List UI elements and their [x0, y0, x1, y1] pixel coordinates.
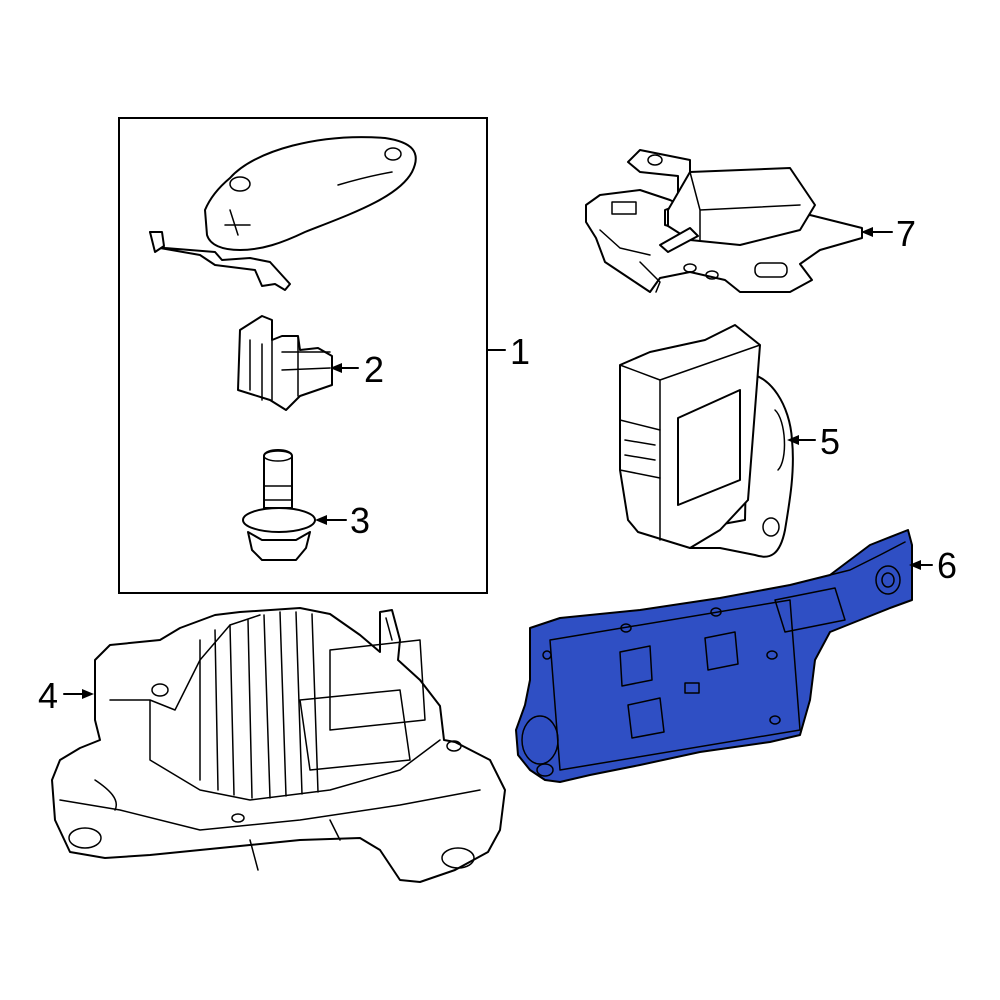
amplifier-4-part[interactable]	[51, 607, 506, 883]
module-6-highlighted-part[interactable]	[515, 529, 913, 783]
antenna-part[interactable]	[149, 136, 417, 291]
module-5-part[interactable]	[619, 324, 794, 558]
callout-6: 6	[909, 545, 957, 586]
callout-label-1: 1	[510, 331, 530, 372]
callout-7: 7	[861, 213, 916, 254]
clip-part[interactable]	[237, 315, 333, 411]
callout-label-4: 4	[38, 675, 58, 716]
bolt-part[interactable]	[242, 449, 316, 561]
callout-label-2: 2	[364, 349, 384, 390]
callout-4: 4	[38, 675, 94, 716]
callout-2: 2	[330, 349, 384, 390]
module-7-part[interactable]	[585, 149, 863, 293]
callout-label-6: 6	[937, 545, 957, 586]
callout-label-3: 3	[350, 500, 370, 541]
callout-5: 5	[787, 421, 840, 462]
callout-label-5: 5	[820, 421, 840, 462]
part-1-group-box	[118, 117, 488, 594]
callout-label-7: 7	[896, 213, 916, 254]
callout-1: 1	[486, 331, 530, 372]
callout-3: 3	[315, 500, 370, 541]
